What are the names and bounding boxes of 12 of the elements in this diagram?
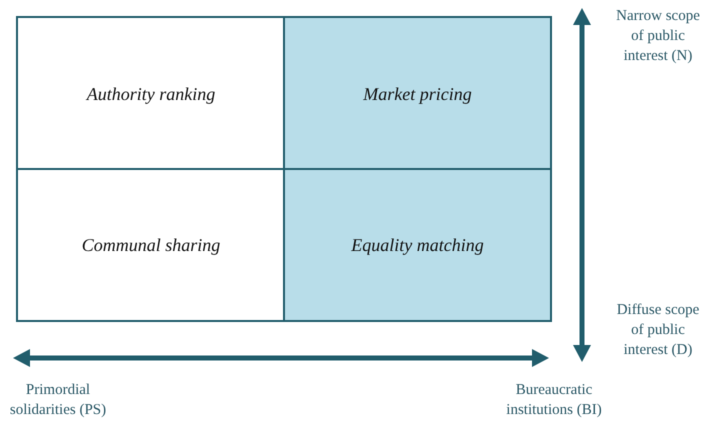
- quadrant-box: [16, 168, 286, 322]
- quadrant-label: Equality matching: [351, 234, 484, 256]
- axis-label: Primordial solidarities (PS): [8, 381, 108, 420]
- quadrant-label: Authority ranking: [86, 82, 216, 104]
- axis-label: Diffuse scope of public interest (D): [616, 301, 700, 360]
- quadrant-label: Market pricing: [363, 82, 472, 104]
- axis-label: Narrow scope of public interest (N): [615, 7, 701, 66]
- quadrant-box: [283, 168, 552, 322]
- axis-label: Bureaucratic institutions (BI): [505, 381, 603, 420]
- quadrant-box: [283, 16, 552, 171]
- quadrant-label: Communal sharing: [82, 234, 220, 256]
- quadrant-box: [16, 16, 286, 171]
